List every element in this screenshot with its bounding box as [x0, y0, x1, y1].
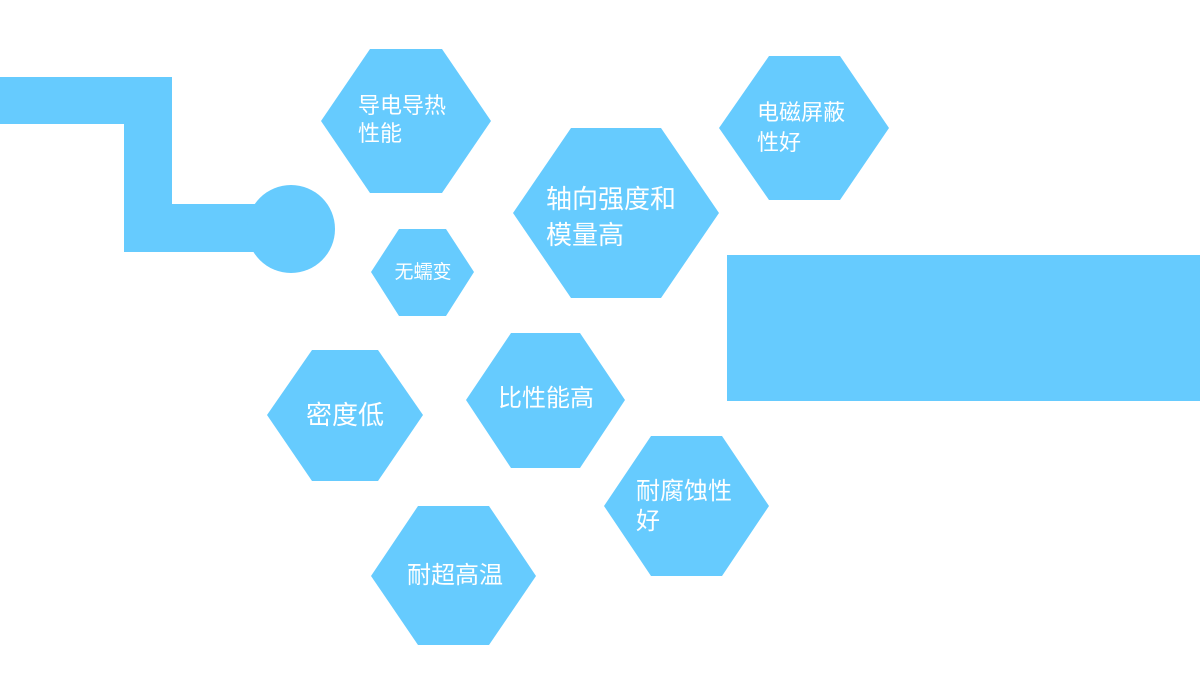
feature-label-line: 耐超高温	[407, 561, 503, 589]
feature-label: 比性能高	[498, 384, 594, 412]
hexagon-shape	[371, 229, 474, 316]
feature-label-line: 好	[636, 507, 660, 535]
hexagon-shape	[371, 506, 536, 645]
feature-label-line: 比性能高	[498, 384, 594, 412]
feature-label-line: 密度低	[306, 401, 384, 431]
feature-label: 无蠕变	[394, 261, 451, 283]
feature-label: 耐超高温	[407, 561, 503, 589]
hexagon-shape	[513, 128, 719, 298]
hexagon-shape	[604, 436, 769, 576]
feature-label: 导电导热 性能	[358, 94, 453, 147]
feature-hex-conductivity: 导电导热 性能	[321, 49, 491, 193]
feature-label-line: 导电导热	[358, 94, 446, 119]
feature-label-line: 轴向强度和	[546, 185, 676, 215]
feature-hex-emi-shielding: 电磁屏蔽 性好	[719, 56, 889, 200]
hexagon-shape	[267, 350, 423, 481]
side-panel-block	[727, 255, 1200, 401]
feature-label: 电磁屏蔽 性好	[757, 101, 852, 156]
feature-label-line: 耐腐蚀性	[636, 477, 732, 505]
feature-label-line: 电磁屏蔽	[757, 101, 845, 126]
feature-hex-no-creep: 无蠕变	[371, 229, 474, 316]
connector-line	[0, 77, 262, 252]
feature-label-line: 性能	[358, 122, 402, 147]
feature-label: 密度低	[306, 401, 384, 431]
feature-hex-corrosion-resistance: 耐腐蚀性 好	[604, 436, 769, 576]
feature-label: 轴向强度和 模量高	[546, 185, 684, 251]
hexagon-shape	[719, 56, 889, 200]
feature-label-line: 模量高	[546, 221, 624, 251]
feature-hex-low-density: 密度低	[267, 350, 423, 481]
hexagon-shape	[466, 333, 625, 468]
connector-node	[247, 185, 335, 273]
feature-label: 耐腐蚀性 好	[636, 477, 740, 535]
feature-label-line: 性好	[757, 131, 801, 156]
feature-hex-high-temperature: 耐超高温	[371, 506, 536, 645]
feature-hex-specific-performance: 比性能高	[466, 333, 625, 468]
feature-label-line: 无蠕变	[394, 261, 451, 283]
feature-hex-axial-strength: 轴向强度和 模量高	[513, 128, 719, 298]
hexagon-shape	[321, 49, 491, 193]
